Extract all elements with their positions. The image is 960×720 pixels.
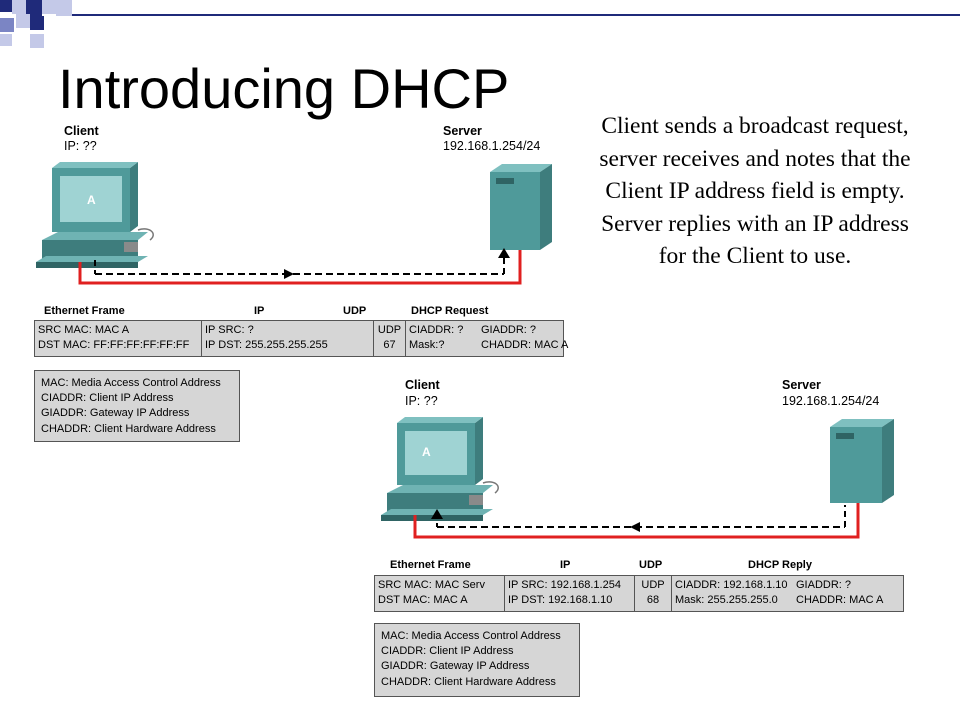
decor-square (56, 0, 72, 16)
decor-square (30, 16, 44, 30)
header-dhcp: DHCP Reply (748, 559, 812, 571)
dhcp-cell: CIADDR: ? Mask:? (409, 324, 464, 351)
decor-square (16, 14, 30, 28)
legend-box: MAC: Media Access Control Address CIADDR… (374, 623, 580, 697)
dhcp-cell-right: GIADDR: ? CHADDR: MAC A (796, 579, 884, 606)
ethernet-cell: SRC MAC: MAC A DST MAC: FF:FF:FF:FF:FF:F… (35, 321, 202, 356)
client-ip: IP: ?? (405, 394, 438, 408)
client-computer-icon: A (381, 417, 499, 521)
client-screen-label: A (422, 445, 431, 459)
client-title: Client (64, 124, 99, 138)
decor-square (26, 0, 42, 16)
header-ethernet: Ethernet Frame (44, 305, 125, 317)
ip-cell: IP SRC: 192.168.1.254 IP DST: 192.168.1.… (505, 576, 635, 611)
decor-square (0, 34, 12, 46)
decor-square (12, 0, 26, 14)
ip-cell: IP SRC: ? IP DST: 255.255.255.255 (202, 321, 374, 356)
dhcp-cell-right: GIADDR: ? CHADDR: MAC A (481, 324, 569, 351)
header-ip: IP (560, 559, 571, 571)
packet-frame: SRC MAC: MAC Serv DST MAC: MAC A IP SRC:… (374, 575, 904, 612)
network-link: A (381, 417, 894, 539)
server-title: Server (443, 124, 482, 138)
server-tower-icon (490, 164, 552, 250)
header-ip: IP (254, 305, 265, 317)
udp-cell: UDP 67 (374, 321, 406, 356)
network-link: A (36, 162, 552, 285)
header-udp: UDP (639, 559, 663, 571)
decor-square (0, 0, 12, 12)
decor-square (30, 34, 44, 48)
slide-description: Client sends a broadcast request, server… (599, 113, 911, 269)
header-ethernet: Ethernet Frame (390, 559, 471, 571)
server-ip: 192.168.1.254/24 (782, 394, 880, 408)
udp-cell: UDP 68 (635, 576, 672, 611)
server-ip: 192.168.1.254/24 (443, 139, 541, 153)
client-screen-label: A (87, 193, 96, 207)
header-dhcp: DHCP Request (411, 305, 489, 317)
server-tower-icon (830, 419, 894, 503)
client-computer-icon: A (36, 162, 154, 268)
server-title: Server (782, 378, 821, 392)
packet-frame: SRC MAC: MAC A DST MAC: FF:FF:FF:FF:FF:F… (34, 320, 569, 357)
decor-bar (72, 14, 960, 16)
header-udp: UDP (343, 305, 367, 317)
legend-box: MAC: Media Access Control Address CIADDR… (34, 370, 240, 442)
decor-square (42, 0, 56, 14)
client-title: Client (405, 378, 440, 392)
client-ip: IP: ?? (64, 139, 97, 153)
ethernet-cell: SRC MAC: MAC Serv DST MAC: MAC A (375, 576, 505, 611)
decor-square (0, 18, 14, 32)
dhcp-cell: CIADDR: 192.168.1.10 Mask: 255.255.255.0 (675, 579, 788, 606)
slide-title: Introducing DHCP (58, 57, 510, 120)
